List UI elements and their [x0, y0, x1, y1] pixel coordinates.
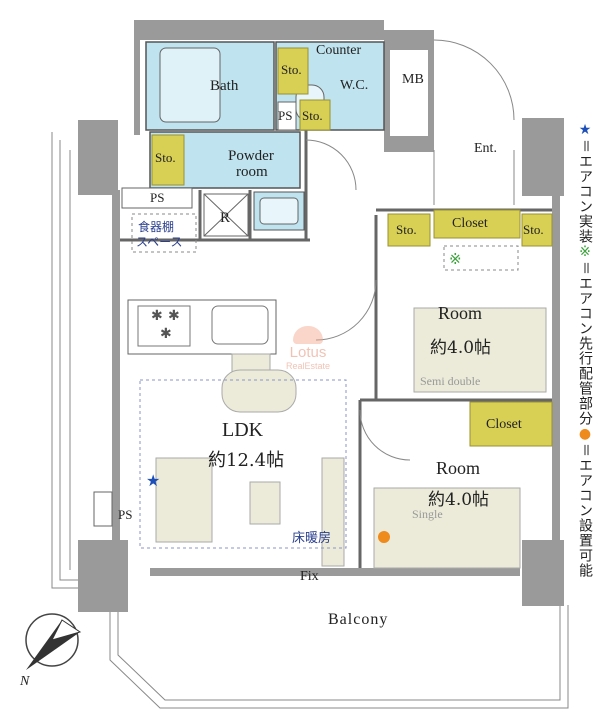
legend-pipe-icon: ※: [577, 244, 593, 261]
wc-label: W.C.: [340, 78, 369, 93]
refrigerator-space: [203, 193, 249, 237]
floor-heating-label: 床暖房: [292, 531, 332, 546]
pantry-space-outline: [131, 213, 197, 253]
closet-hall-label: Closet: [452, 216, 488, 231]
furniture: [155, 307, 547, 569]
sto-wc-label: Sto.: [302, 108, 323, 123]
closet-room2-label: Closet: [486, 417, 522, 432]
ac-dot-icon: [378, 531, 390, 543]
watermark-flower-icon: [293, 326, 323, 344]
counter-label: Counter: [316, 43, 362, 58]
powder-label-1: Powder: [228, 148, 274, 164]
ac-pipe-icon: ※: [449, 252, 462, 268]
room1-bed-label: Semi double: [420, 374, 481, 388]
svg-text:✱: ✱: [151, 309, 163, 324]
ldk-size: 約12.4帖: [208, 450, 285, 471]
pipe-outline: [443, 245, 519, 271]
powder-label-2: room: [236, 164, 268, 180]
ps-bottom-label: PS: [118, 507, 133, 522]
watermark-sub: RealEstate: [285, 361, 331, 371]
interior-walls: [120, 130, 552, 568]
legend-line3-text: ＝エアコン設置可能: [577, 443, 593, 578]
sto-hall-right-label: Sto.: [523, 222, 544, 237]
sto-powder-label: Sto.: [155, 150, 176, 165]
ent-label: Ent.: [474, 141, 497, 156]
watermark-brand: Lotus: [289, 344, 327, 361]
legend-ac-installed: ★＝エアコン実装: [577, 122, 593, 244]
r-label: R: [220, 210, 231, 226]
watermark-logo: Lotus RealEstate: [276, 326, 340, 382]
ps-boxes: [93, 101, 297, 527]
compass-icon: [25, 613, 82, 670]
balcony-outline: [51, 132, 569, 709]
svg-text:✱: ✱: [168, 309, 180, 324]
storage-units: [151, 47, 553, 447]
legend: ★＝エアコン実装 ※＝エアコン先行配管部分 ●＝エアコン設置可能: [577, 122, 600, 578]
room2-bed-label: Single: [412, 507, 443, 521]
room1-size: 約4.0帖: [430, 338, 492, 358]
mb-label: MB: [402, 72, 424, 87]
bath-label: Bath: [210, 78, 239, 94]
pantry-label-1: 食器棚: [138, 220, 175, 234]
door-swings: [305, 39, 515, 461]
room1-name: Room: [438, 303, 483, 323]
legend-line2-text: ＝エアコン先行配管部分: [577, 261, 593, 426]
svg-text:✱: ✱: [160, 327, 172, 342]
ps-top-label: PS: [278, 108, 293, 123]
room2-name: Room: [436, 458, 481, 478]
north-label: N: [20, 674, 30, 689]
ldk-name: LDK: [222, 419, 264, 441]
exterior-walls: [78, 20, 564, 612]
legend-dot-icon: ●: [577, 426, 593, 443]
fix-label: Fix: [300, 569, 319, 584]
balcony-label: Balcony: [328, 611, 389, 628]
legend-star-icon: ★: [577, 122, 593, 139]
legend-ac-possible: ●＝エアコン設置可能: [577, 426, 593, 578]
kitchen-counter: ✱ ✱ ✱: [127, 299, 277, 355]
floor-heating-zone: [139, 379, 347, 549]
room2-size: 約4.0帖: [428, 490, 490, 510]
sto-bath-label: Sto.: [281, 62, 302, 77]
legend-ac-pipe: ※＝エアコン先行配管部分: [577, 244, 593, 426]
pantry-label-2: スペース: [136, 235, 183, 249]
sto-hall-left-label: Sto.: [396, 222, 417, 237]
legend-line1-text: ＝エアコン実装: [577, 139, 593, 244]
ps-left-label: PS: [150, 190, 165, 205]
ac-star-icon: ★: [146, 473, 160, 490]
